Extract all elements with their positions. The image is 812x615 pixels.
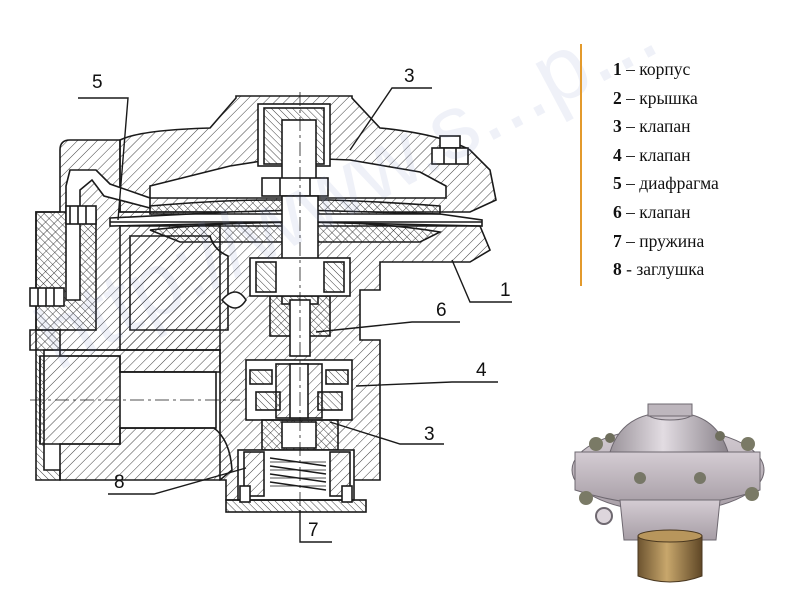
callout-7: 7 xyxy=(308,520,319,541)
callout-3-top: 3 xyxy=(404,66,415,87)
callout-6: 6 xyxy=(436,300,447,321)
callout-3-bottom: 3 xyxy=(424,424,435,445)
legend-item: 1 – корпус xyxy=(613,55,803,84)
legend-separator: – xyxy=(621,230,640,251)
callout-8: 8 xyxy=(114,472,125,493)
callout-1: 1 xyxy=(500,280,511,301)
legend-item: 7 – пружина xyxy=(613,227,803,256)
parts-legend: 1 – корпус 2 – крышка 3 – клапан 4 – кла… xyxy=(613,55,803,284)
callout-labels: 5 3 1 6 4 3 8 7 xyxy=(92,66,511,541)
legend-separator: – xyxy=(621,59,640,79)
legend-text: клапан xyxy=(639,116,691,137)
legend-number: 7 xyxy=(613,230,622,251)
legend-text: заглушка xyxy=(636,259,705,280)
legend-separator: – xyxy=(621,144,640,165)
legend-text: клапан xyxy=(639,144,691,165)
legend-number: 3 xyxy=(613,116,622,137)
legend-item: 5 – диафрагма xyxy=(613,169,803,198)
legend-item: 8 - заглушка xyxy=(613,255,803,284)
legend-item: 2 – крышка xyxy=(613,84,803,113)
legend-separator: - xyxy=(621,259,637,280)
spring-7-part xyxy=(269,457,327,491)
callout-4: 4 xyxy=(476,360,487,381)
legend-text: крышка xyxy=(639,87,698,108)
center-lines xyxy=(30,92,301,520)
legend-separator: – xyxy=(621,201,640,222)
legend-separator: – xyxy=(621,116,640,137)
legend-number: 5 xyxy=(613,173,622,194)
legend-item: 6 – клапан xyxy=(613,198,803,227)
legend-text: корпус xyxy=(639,59,691,79)
legend-divider xyxy=(580,44,582,286)
leader-lines xyxy=(78,87,512,543)
legend-item: 4 – клапан xyxy=(613,141,803,170)
legend-item: 3 – клапан xyxy=(613,112,803,141)
legend-text: пружина xyxy=(639,230,705,251)
legend-separator: – xyxy=(621,173,640,194)
legend-number: 6 xyxy=(613,201,622,222)
legend-number: 2 xyxy=(613,87,622,108)
legend-text: клапан xyxy=(639,201,691,222)
legend-number: 4 xyxy=(613,144,622,165)
valve-section xyxy=(29,95,497,513)
callout-5: 5 xyxy=(92,72,103,93)
legend-text: диафрагма xyxy=(639,173,719,194)
legend-number: 1 xyxy=(613,59,622,79)
valve-product-photo xyxy=(571,403,765,583)
legend-separator: – xyxy=(621,87,640,108)
legend-number: 8 xyxy=(613,259,622,280)
